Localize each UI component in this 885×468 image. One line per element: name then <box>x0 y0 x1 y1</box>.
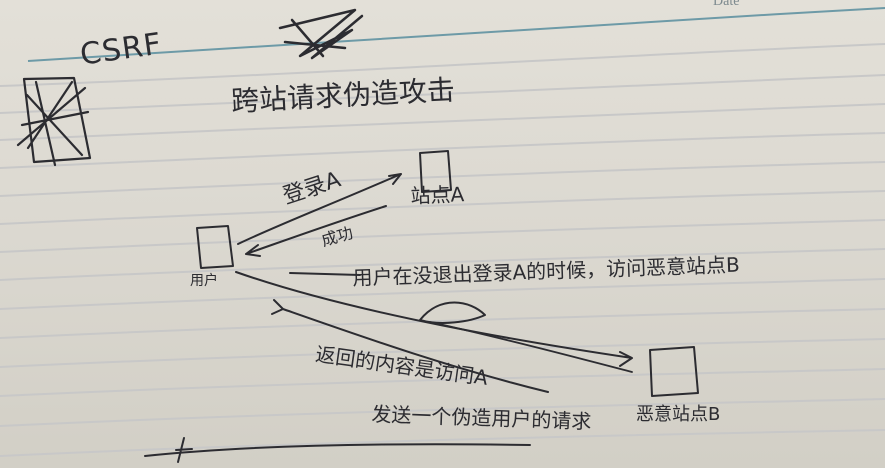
scribble-mid <box>419 301 486 324</box>
arrow-return <box>271 299 549 393</box>
strikethrough-visit <box>289 272 361 276</box>
user-box <box>196 225 234 269</box>
user-note: 用户 <box>190 273 218 289</box>
strike-bottom <box>144 443 531 457</box>
scribble-left <box>16 76 92 167</box>
tick-bottom <box>175 437 193 463</box>
site-b-box <box>649 346 699 397</box>
arrow-login <box>237 173 402 245</box>
arrow-return-b <box>429 321 633 373</box>
site-b-note: 恶意站点B <box>636 404 721 425</box>
arrow-visit-b <box>235 271 633 367</box>
site-a-note: 站点A <box>410 182 465 208</box>
date-label: Date <box>713 0 740 9</box>
scribble-top <box>278 8 364 60</box>
arrow-success <box>245 205 387 257</box>
site-a-box <box>419 150 452 193</box>
